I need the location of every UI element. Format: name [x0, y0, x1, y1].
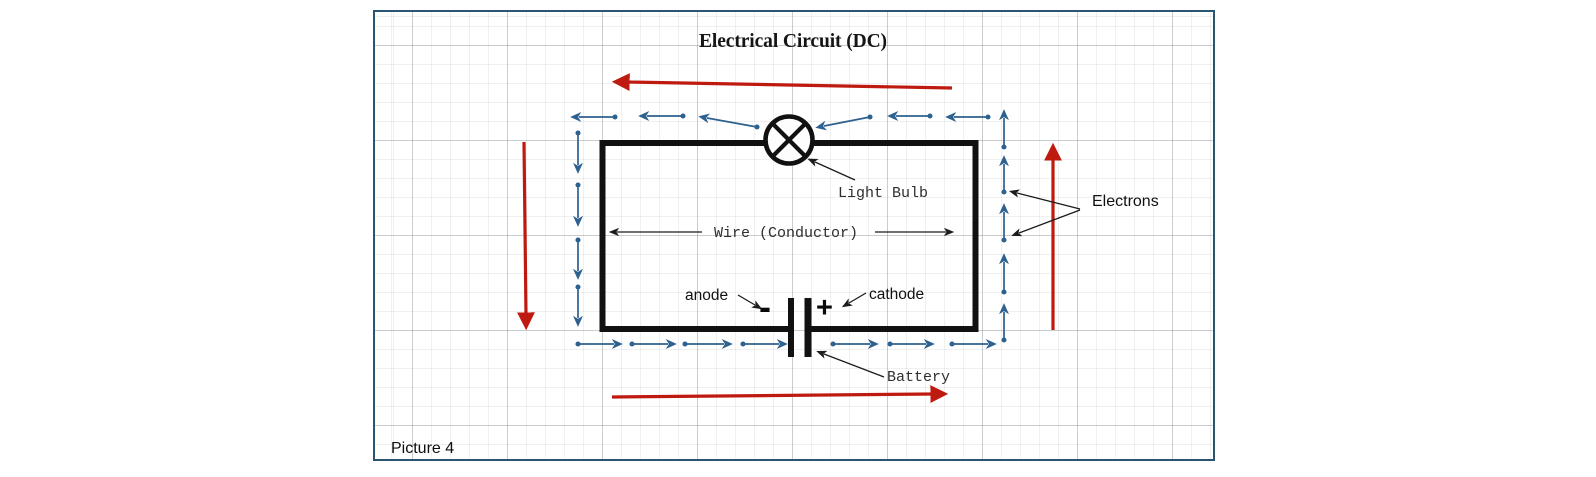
battery-pointer [816, 350, 885, 378]
battery-negative-symbol: - [759, 286, 771, 327]
electrons-pointer-lower [1011, 209, 1081, 237]
electron-arrow [815, 114, 873, 131]
electron-flow-arrows [570, 109, 1009, 349]
label-pointer-arrows [608, 158, 1081, 378]
light-bulb-pointer [807, 158, 856, 181]
electrons-pointer-upper [1008, 189, 1081, 210]
current-arrow-left [517, 141, 535, 331]
anode-label: anode [685, 287, 729, 304]
current-direction-arrows [517, 73, 1062, 403]
wire-conductor-label: Wire (Conductor) [714, 225, 859, 242]
circuit-graphics [517, 73, 1081, 403]
cathode-pointer [841, 292, 867, 308]
electron-arrow [698, 113, 760, 130]
cathode-label: cathode [869, 286, 925, 303]
battery-label: Battery [887, 369, 951, 386]
electrons-label: Electrons [1092, 193, 1159, 210]
light-bulb-label: Light Bulb [838, 185, 929, 202]
current-arrow-top [611, 73, 953, 92]
diagram-title: Electrical Circuit (DC) [699, 31, 887, 52]
picture-caption: Picture 4 [391, 440, 455, 457]
anode-pointer [737, 294, 763, 310]
current-arrow-bottom [611, 385, 949, 403]
light-bulb-icon [763, 114, 815, 166]
diagram-frame: Electrical Circuit (DC) Light Bulb Wire … [373, 10, 1215, 461]
battery-icon [788, 298, 812, 357]
battery-positive-symbol: + [816, 292, 833, 324]
